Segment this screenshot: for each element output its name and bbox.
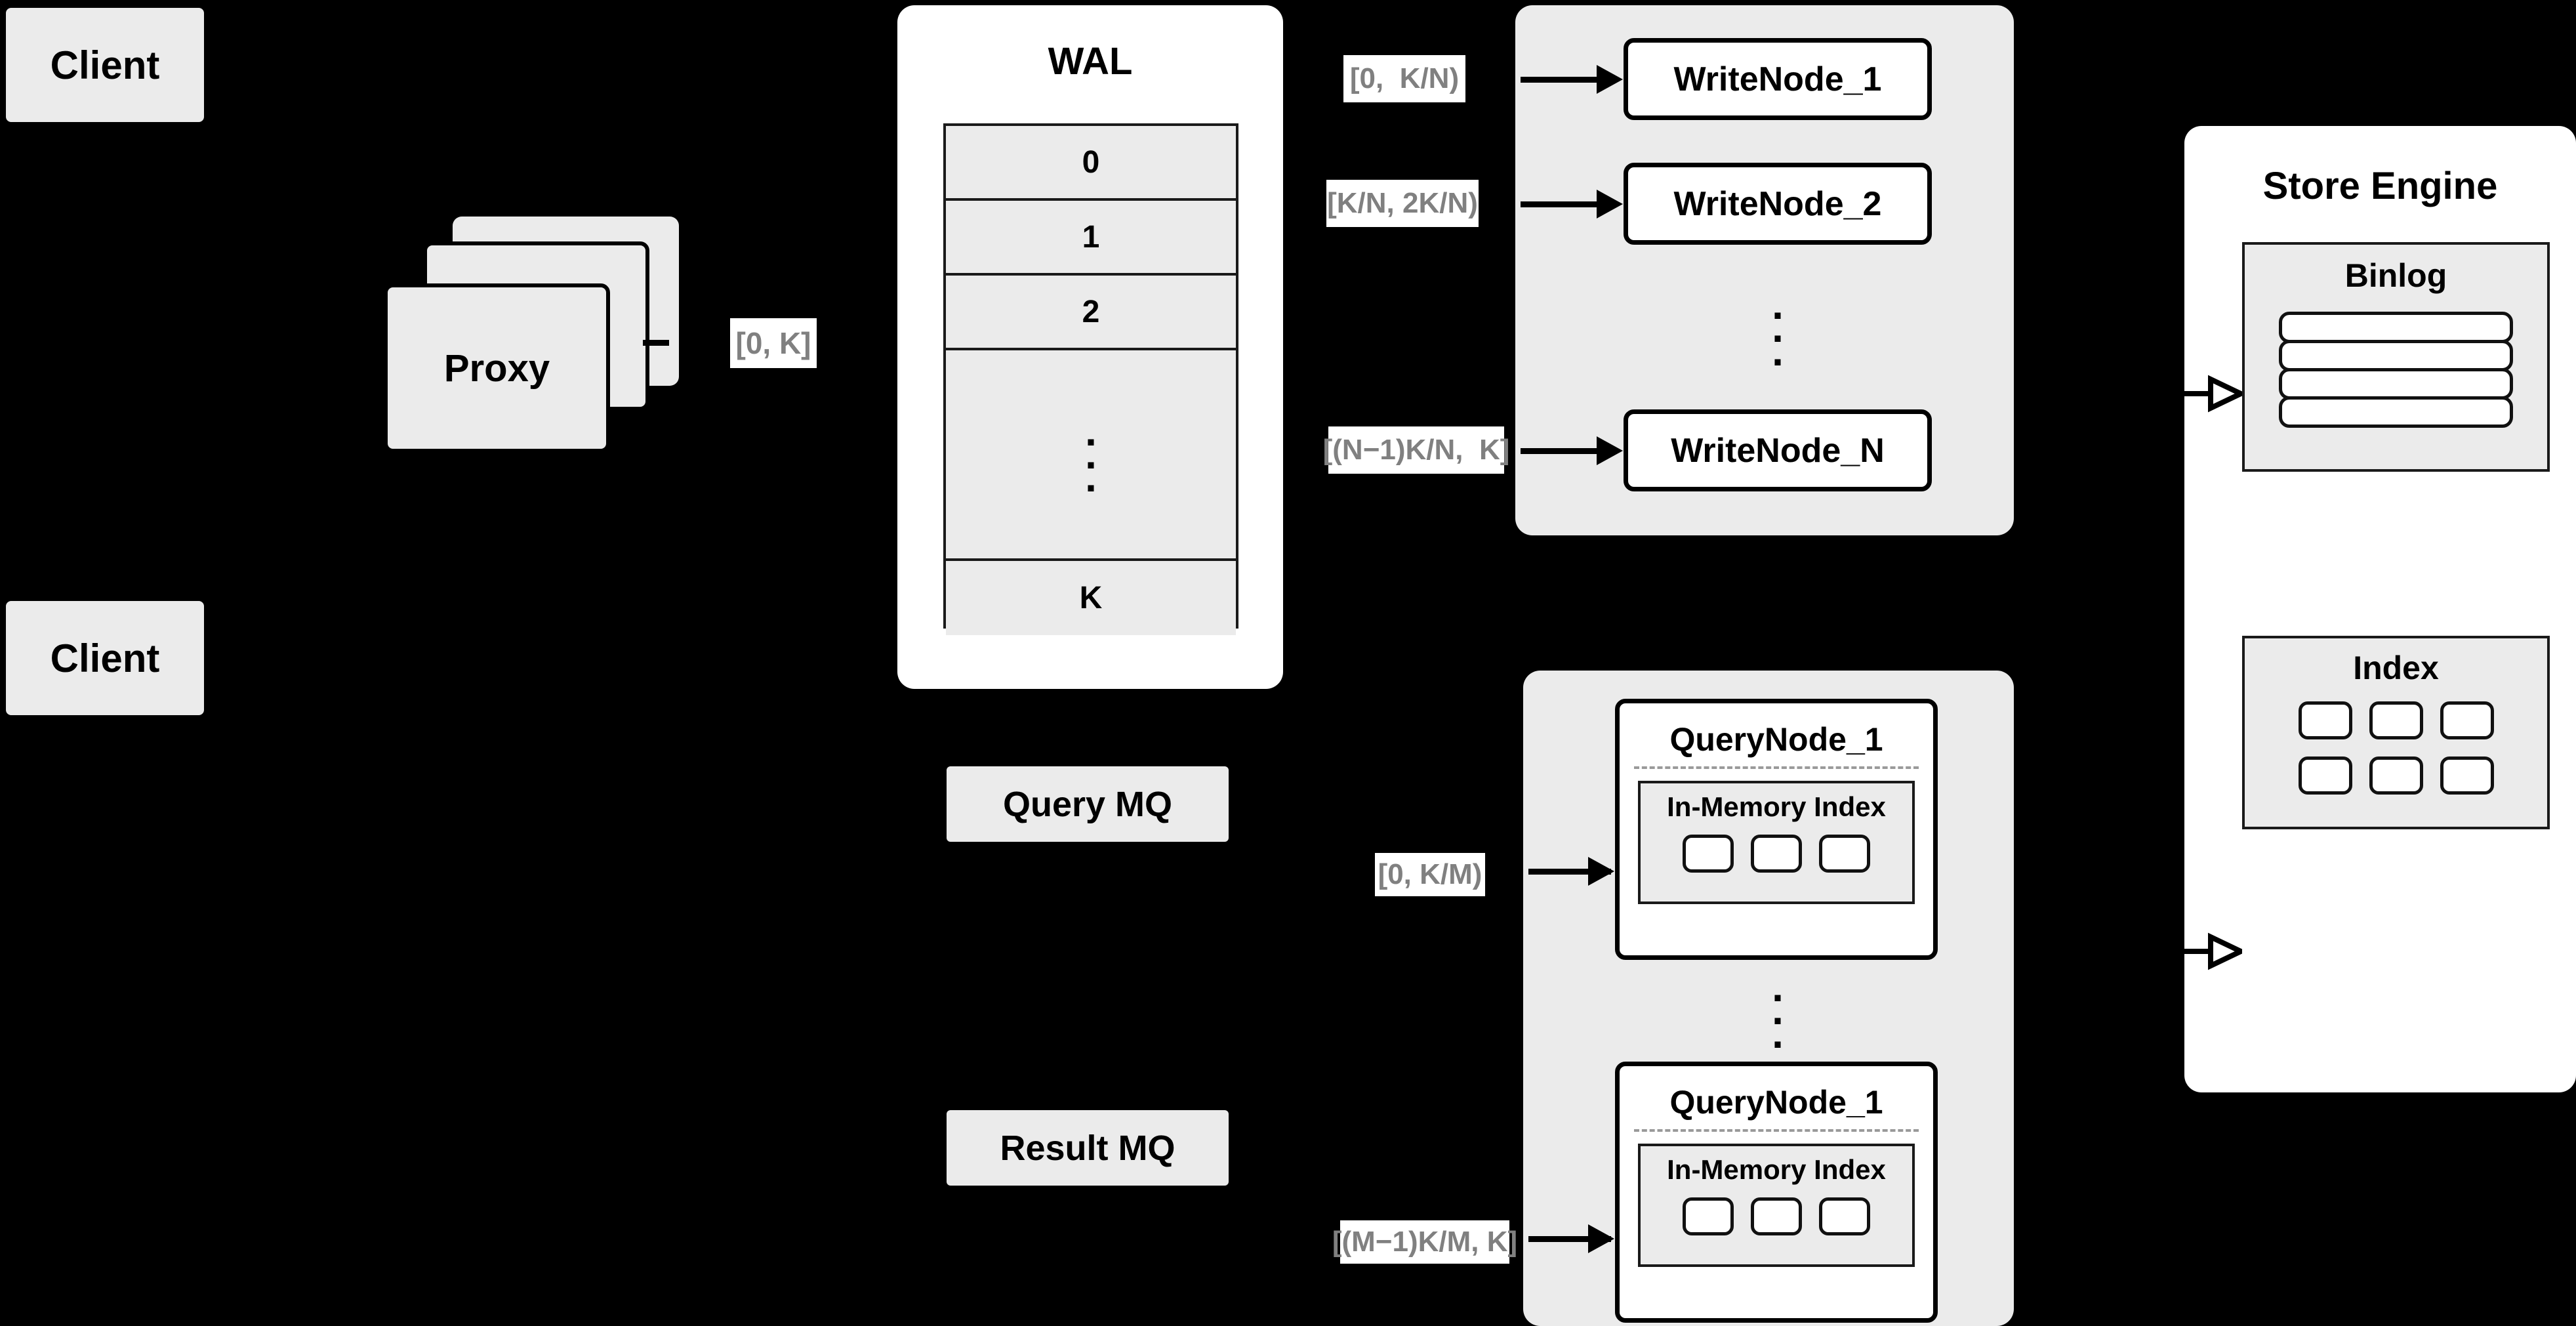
proxy-label: Proxy: [443, 346, 550, 390]
result-mq-box[interactable]: Result MQ: [947, 1110, 1229, 1186]
proxy-card-front[interactable]: Proxy: [384, 283, 610, 453]
write-range-label-n: [(N−1)K/N, K]: [1323, 426, 1509, 474]
proxy-range-label: [0, K]: [730, 318, 817, 368]
query-node-1[interactable]: QueryNode_1 In-Memory Index: [1615, 699, 1938, 960]
store-engine-title: Store Engine: [2262, 165, 2498, 207]
wal-title: WAL: [1048, 40, 1133, 83]
in-memory-index-panel-1: In-Memory Index: [1638, 781, 1915, 904]
query-range-label-1: [0, K/M): [1375, 853, 1485, 896]
index-cell[interactable]: [2440, 756, 2494, 795]
write-arrow-1-line: [1521, 77, 1607, 83]
index-cell[interactable]: [1751, 835, 1802, 873]
write-range-label-2: [K/N, 2K/N): [1326, 180, 1479, 227]
query-mq-label: Query MQ: [1002, 784, 1173, 824]
write-arrow-n-head: [1597, 436, 1623, 465]
index-cell[interactable]: [1683, 835, 1734, 873]
index-title: Index: [2353, 650, 2439, 686]
in-memory-index-panel-2: In-Memory Index: [1638, 1144, 1915, 1267]
index-cell[interactable]: [1751, 1197, 1802, 1235]
in-memory-index-title-1: In-Memory Index: [1667, 791, 1886, 822]
query-node-1-divider: [1634, 766, 1919, 769]
index-cell[interactable]: [1819, 1197, 1870, 1235]
query-arrow-2-line: [1528, 1236, 1611, 1242]
write-arrow-2-line: [1521, 201, 1607, 207]
binlog-row[interactable]: [2279, 368, 2513, 400]
write-arrow-n-line: [1521, 448, 1607, 454]
client-label-2: Client: [50, 636, 160, 680]
wal-row[interactable]: K: [946, 561, 1236, 635]
wal-row-value: 0: [1082, 144, 1100, 180]
binlog-row[interactable]: [2279, 340, 2513, 371]
binlog-inflow-arrow: [2183, 374, 2242, 413]
wal-row[interactable]: 1: [946, 201, 1236, 276]
binlog-title: Binlog: [2344, 257, 2447, 294]
write-node-2[interactable]: WriteNode_2: [1624, 163, 1932, 245]
result-mq-label: Result MQ: [1000, 1128, 1176, 1168]
client-box-1[interactable]: Client: [3, 5, 207, 125]
write-arrow-1-head: [1597, 65, 1623, 94]
write-cluster-ellipsis: . . .: [1772, 281, 1784, 375]
client-box-2[interactable]: Client: [3, 598, 207, 718]
store-engine-panel: Store Engine Binlog Index: [2184, 126, 2576, 1092]
query-range-label-2: [(M−1)K/M, K]: [1332, 1220, 1517, 1264]
proxy-to-wal-connector: [643, 340, 669, 346]
query-node-1-title: QueryNode_1: [1669, 721, 1883, 758]
query-arrow-1-head: [1588, 857, 1614, 886]
index-cell[interactable]: [2369, 756, 2423, 795]
index-panel: Index: [2242, 636, 2550, 829]
write-range-label-1: [0, K/N): [1343, 55, 1465, 102]
query-cluster-ellipsis: . . .: [1772, 963, 1784, 1057]
index-cell[interactable]: [2440, 701, 2494, 739]
wal-row-value: 1: [1082, 219, 1100, 255]
index-cell[interactable]: [1683, 1197, 1734, 1235]
wal-row[interactable]: 0: [946, 126, 1236, 201]
binlog-row[interactable]: [2279, 312, 2513, 343]
write-node-1[interactable]: WriteNode_1: [1624, 38, 1932, 120]
index-cell[interactable]: [2298, 701, 2352, 739]
wal-row-list: 0 1 2 . . . K: [943, 123, 1238, 635]
query-arrow-2-head: [1588, 1224, 1614, 1253]
wal-row[interactable]: 2: [946, 276, 1236, 350]
index-inflow-arrow: [2183, 932, 2242, 971]
query-node-2[interactable]: QueryNode_1 In-Memory Index: [1615, 1062, 1938, 1323]
query-mq-box[interactable]: Query MQ: [947, 766, 1229, 842]
binlog-row[interactable]: [2279, 396, 2513, 428]
index-cell[interactable]: [2369, 701, 2423, 739]
in-memory-index-title-2: In-Memory Index: [1667, 1154, 1886, 1185]
write-node-n-label: WriteNode_N: [1671, 431, 1885, 470]
index-arrow-icon: [2183, 932, 2242, 970]
wal-panel: WAL 0 1 2 . . . K: [897, 5, 1283, 689]
query-node-2-divider: [1634, 1129, 1919, 1132]
query-node-2-title: QueryNode_1: [1669, 1084, 1883, 1121]
wal-row-value: 2: [1082, 294, 1100, 329]
index-cell[interactable]: [1819, 835, 1870, 873]
write-node-n[interactable]: WriteNode_N: [1624, 409, 1932, 491]
write-node-2-label: WriteNode_2: [1673, 184, 1882, 223]
write-arrow-2-head: [1597, 190, 1623, 218]
client-label-1: Client: [50, 43, 160, 87]
binlog-arrow-icon: [2183, 375, 2242, 413]
write-node-1-label: WriteNode_1: [1673, 60, 1882, 98]
index-cell[interactable]: [2298, 756, 2352, 795]
binlog-panel: Binlog: [2242, 242, 2550, 472]
wal-row-value: K: [1079, 581, 1103, 615]
query-arrow-1-line: [1528, 869, 1611, 875]
wal-row-ellipsis: . . .: [946, 350, 1236, 561]
proxy-range-text: [0, K]: [735, 326, 811, 360]
